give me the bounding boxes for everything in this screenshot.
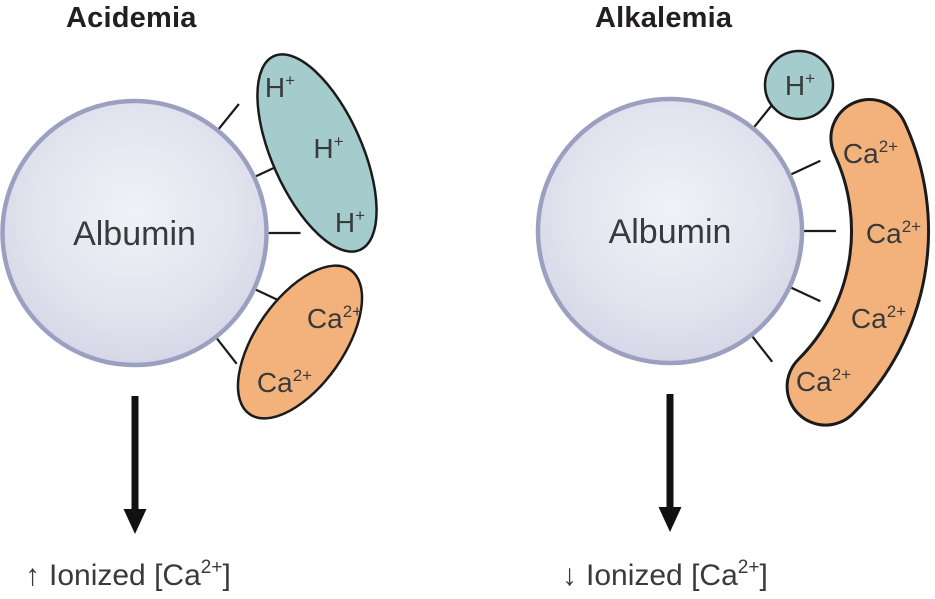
ion-charge-sup: 2+ <box>887 302 906 321</box>
calcium-ion-label: Ca2+ <box>866 217 921 249</box>
binding-site-tick <box>790 159 821 176</box>
albumin-label: Albumin <box>609 213 732 251</box>
binding-site-tick <box>751 335 774 363</box>
ion-charge-sup: + <box>334 132 344 151</box>
binding-site-tick <box>790 286 821 303</box>
albumin-circle <box>535 96 805 366</box>
ion-charge-sup: 2+ <box>879 137 898 156</box>
down-arrow-head <box>658 507 682 532</box>
ion-symbol: Ca <box>851 303 887 334</box>
alkalemia-panel: Alkalemia Albumin H+ Ca2+ Ca2+ Ca2+ Ca2+… <box>535 2 931 592</box>
albumin-label: Albumin <box>73 215 196 253</box>
ion-charge-sup: + <box>285 71 295 90</box>
result-charge-sup: 2+ <box>738 557 760 578</box>
result-text: Ionized [Ca <box>586 559 738 592</box>
down-arrow <box>658 394 682 532</box>
ion-symbol: Ca <box>307 303 343 334</box>
binding-site-ticks-right <box>751 101 836 363</box>
increase-arrow-glyph: ↑ <box>25 559 40 592</box>
ionized-calcium-result: ↑ Ionized [Ca2+] <box>25 557 231 592</box>
ion-symbol: H <box>335 207 355 238</box>
binding-site-tick <box>217 103 240 130</box>
result-close-bracket: ] <box>222 559 230 592</box>
down-arrow <box>123 396 147 534</box>
calcium-ion-label: Ca2+ <box>257 366 312 398</box>
down-arrow-head <box>123 509 147 534</box>
ionized-calcium-result: ↓ Ionized [Ca2+] <box>562 557 768 592</box>
hydrogen-ion-label: H+ <box>785 69 815 101</box>
result-close-bracket: ] <box>759 559 767 592</box>
ion-charge-sup: + <box>355 206 365 225</box>
ion-symbol: Ca <box>796 366 832 397</box>
ion-charge-sup: 2+ <box>293 366 312 385</box>
ion-symbol: H <box>265 72 285 103</box>
result-text: Ionized [Ca <box>49 559 201 592</box>
ion-charge-sup: 2+ <box>902 217 921 236</box>
ion-symbol: Ca <box>843 138 879 169</box>
hydrogen-ion-label: H+ <box>335 206 365 238</box>
calcium-ion-label: Ca2+ <box>851 302 906 334</box>
ion-symbol: Ca <box>257 367 293 398</box>
calcium-ion-label: Ca2+ <box>307 302 362 334</box>
acidemia-panel: Acidemia Albumin H+ H+ H+ Ca2+ Ca2+ ↑Ion… <box>0 2 378 592</box>
hydrogen-ion-label: H+ <box>313 132 343 164</box>
ion-symbol: H <box>313 133 333 164</box>
ion-charge-sup: + <box>805 69 815 88</box>
ion-charge-sup: 2+ <box>832 365 851 384</box>
alkalemia-title: Alkalemia <box>595 2 733 34</box>
binding-site-tick <box>216 337 238 365</box>
hydrogen-ion-blob <box>256 53 378 253</box>
hydrogen-ion-blob <box>763 49 835 121</box>
calcium-ion-label: Ca2+ <box>796 365 851 397</box>
hydrogen-ion-label: H+ <box>265 71 295 103</box>
calcium-ion-blob <box>788 101 928 424</box>
result-charge-sup: 2+ <box>201 557 223 578</box>
calcium-ion-label: Ca2+ <box>843 137 898 169</box>
decrease-arrow-glyph: ↓ <box>562 559 577 592</box>
calcium-ion-blob <box>236 264 364 420</box>
acidemia-title: Acidemia <box>66 2 197 34</box>
albumin-circle <box>0 98 269 368</box>
ion-symbol: H <box>785 70 805 101</box>
ion-charge-sup: 2+ <box>343 302 362 321</box>
ion-symbol: Ca <box>866 218 902 249</box>
